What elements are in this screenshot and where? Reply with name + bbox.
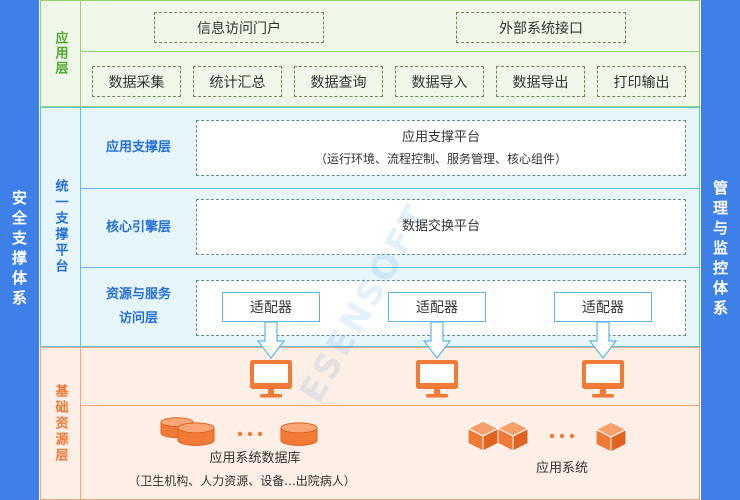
external-interface-label: 外部系统接口 [499, 20, 583, 37]
statistics-summary-box: 统计汇总 [193, 66, 282, 97]
print-output-label: 打印输出 [613, 74, 670, 91]
base-layer-label: 基础资源层 [52, 383, 68, 464]
management-monitoring-system-bar: 管理与监控体系 [701, 0, 740, 500]
terminal-monitor-icon-2 [416, 360, 458, 398]
app-support-platform-title: 应用支撑平台 [401, 129, 480, 145]
data-exchange-platform-box: 数据交换平台 [196, 199, 686, 255]
security-support-system-label: 安全支撑体系 [10, 190, 28, 310]
system-group-title: 应用系统 [535, 461, 588, 476]
core-engine-layer-text: 核心引擎层 [105, 219, 171, 235]
info-access-portal-box: 信息访问门户 [154, 12, 324, 43]
system-ellipsis-dot-3 [569, 433, 575, 439]
support-row-divider-1 [80, 188, 700, 189]
adapter-box-3: 适配器 [554, 292, 652, 322]
data-import-label: 数据导入 [411, 74, 468, 91]
database-group-detail: （卫生机构、人力资源、设备...出院病人） [128, 474, 356, 488]
database-group-title: 应用系统数据库 [209, 451, 301, 466]
external-interface-box: 外部系统接口 [456, 12, 626, 43]
core-engine-layer-label: 核心引擎层 [81, 188, 196, 267]
management-monitoring-system-label: 管理与监控体系 [711, 180, 729, 320]
statistics-summary-label: 统计汇总 [209, 74, 266, 91]
resource-access-layer-line-2: 访问层 [118, 311, 158, 326]
base-resource-layer: 基础资源层 [40, 347, 700, 500]
data-collection-box: 数据采集 [92, 66, 181, 97]
data-export-box: 数据导出 [496, 66, 585, 97]
terminal-monitor-icon-1 [250, 360, 292, 398]
support-platform-label: 统一支撑平台 [52, 179, 68, 275]
adapter-label-3: 适配器 [582, 300, 624, 316]
adapter-box-2: 适配器 [388, 292, 486, 322]
application-layer: 应用层 信息访问门户 外部系统接口 数据采集 统计汇总 数据查询 数据导入 数据… [40, 0, 700, 107]
data-query-label: 数据查询 [310, 74, 367, 91]
system-cube-icon-2 [497, 420, 529, 452]
print-output-box: 打印输出 [597, 66, 686, 97]
data-exchange-platform-title: 数据交换平台 [401, 219, 480, 234]
info-access-portal-label: 信息访问门户 [197, 20, 281, 37]
adapter-label-2: 适配器 [416, 300, 458, 316]
base-layer-label-column: 基础资源层 [40, 347, 81, 500]
database-ellipsis-dot-2 [247, 431, 253, 437]
app-support-layer-text: 应用支撑层 [105, 139, 171, 155]
database-cylinder-icon-2 [177, 422, 215, 446]
database-ellipsis-dot-1 [237, 431, 243, 437]
database-ellipsis-dot-3 [257, 431, 263, 437]
base-resource-icons [160, 360, 627, 453]
terminal-monitor-icon-3 [582, 360, 624, 398]
system-cube-icon-3 [595, 421, 627, 453]
adapter-label-1: 适配器 [250, 300, 292, 316]
application-layer-label: 应用层 [52, 31, 68, 76]
app-support-platform-box: 应用支撑平台 （运行环境、流程控制、服务管理、核心组件） [196, 120, 686, 176]
support-platform-label-column: 统一支撑平台 [40, 107, 81, 347]
support-row-divider-2 [80, 267, 700, 268]
data-export-label: 数据导出 [512, 74, 569, 91]
data-import-box: 数据导入 [395, 66, 484, 97]
app-support-layer-label: 应用支撑层 [81, 107, 196, 188]
data-query-box: 数据查询 [294, 66, 383, 97]
app-support-platform-detail: （运行环境、流程控制、服务管理、核心组件） [314, 151, 567, 166]
resource-access-layer-line-1: 资源与服务 [105, 287, 171, 302]
base-row-divider [80, 405, 700, 406]
data-collection-label: 数据采集 [108, 74, 165, 91]
system-ellipsis-dot-2 [559, 433, 565, 439]
database-cylinder-icon-3 [280, 422, 318, 446]
application-layer-row-divider [80, 51, 700, 52]
security-support-system-bar: 安全支撑体系 [0, 0, 39, 500]
resource-access-layer-label: 资源与服务 访问层 [81, 267, 196, 347]
system-ellipsis-dot-1 [549, 433, 555, 439]
application-layer-label-column: 应用层 [40, 0, 81, 107]
adapter-box-1: 适配器 [222, 292, 320, 322]
system-cube-icon-1 [467, 420, 499, 452]
unified-support-platform: 统一支撑平台 应用支撑层 应用支撑平台 （运行环境、流程控制、服务管理、核心组件… [40, 107, 700, 347]
